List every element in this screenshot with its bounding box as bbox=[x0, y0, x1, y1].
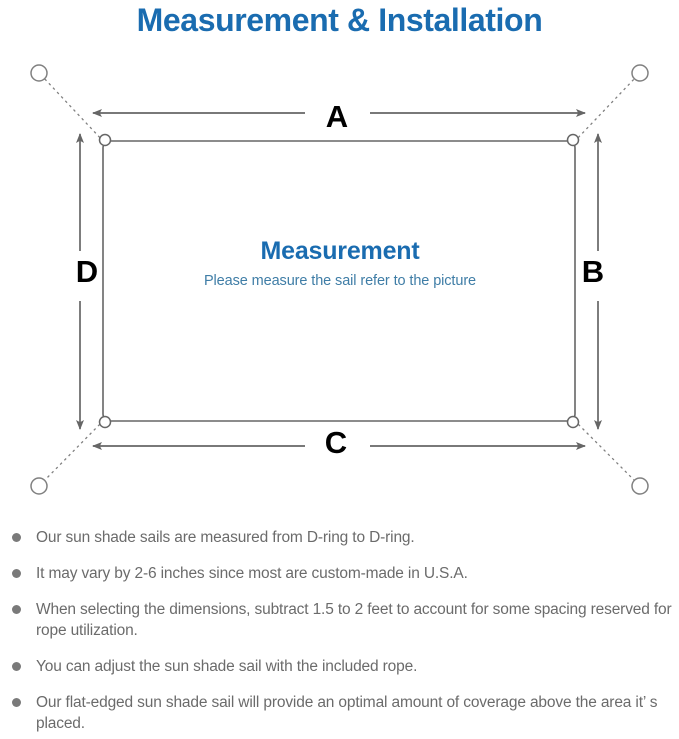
note-text: When selecting the dimensions, subtract … bbox=[36, 601, 672, 639]
note-item: Our sun shade sails are measured from D-… bbox=[10, 527, 675, 548]
note-item: It may vary by 2-6 inches since most are… bbox=[10, 563, 675, 584]
notes-list: Our sun shade sails are measured from D-… bbox=[10, 527, 675, 734]
dimension-label-a: A bbox=[325, 99, 349, 134]
dimension-label-b: B bbox=[581, 254, 605, 289]
measurement-subtext: Please measure the sail refer to the pic… bbox=[203, 273, 477, 289]
measurement-diagram-svg bbox=[30, 64, 649, 495]
note-text: Our flat-edged sun shade sail will provi… bbox=[36, 694, 658, 732]
anchor-point-bottom-right bbox=[631, 477, 649, 495]
dimension-label-d: D bbox=[75, 254, 99, 289]
note-item: You can adjust the sun shade sail with t… bbox=[10, 656, 675, 677]
page-title: Measurement & Installation bbox=[136, 2, 543, 38]
bullet-icon bbox=[12, 605, 21, 614]
note-text: You can adjust the sun shade sail with t… bbox=[36, 658, 418, 675]
anchor-points bbox=[30, 64, 649, 495]
rope-line-bottom-left bbox=[41, 419, 105, 484]
bullet-icon bbox=[12, 662, 21, 671]
rope-line-top-left bbox=[41, 75, 105, 143]
note-item: Our flat-edged sun shade sail will provi… bbox=[10, 692, 675, 734]
measurement-diagram: A B C D Measurement Please measure the s… bbox=[0, 46, 679, 516]
note-item: When selecting the dimensions, subtract … bbox=[10, 599, 675, 641]
bullet-icon bbox=[12, 533, 21, 542]
rope-line-bottom-right bbox=[573, 419, 638, 484]
anchor-point-bottom-left bbox=[30, 477, 48, 495]
d-ring-top-left bbox=[98, 133, 112, 147]
note-text: It may vary by 2-6 inches since most are… bbox=[36, 565, 468, 582]
corner-d-rings bbox=[98, 133, 580, 429]
measurement-heading: Measurement bbox=[260, 237, 420, 265]
d-ring-bottom-right bbox=[566, 415, 580, 429]
anchor-point-top-left bbox=[30, 64, 48, 82]
d-ring-top-right bbox=[566, 133, 580, 147]
anchor-point-top-right bbox=[631, 64, 649, 82]
center-caption: Measurement Please measure the sail refe… bbox=[120, 236, 560, 291]
note-text: Our sun shade sails are measured from D-… bbox=[36, 529, 415, 546]
sail-rectangle bbox=[102, 140, 576, 422]
d-ring-bottom-left bbox=[98, 415, 112, 429]
bullet-icon bbox=[12, 698, 21, 707]
rope-line-top-right bbox=[573, 75, 638, 143]
dimension-label-c: C bbox=[324, 425, 348, 460]
bullet-icon bbox=[12, 569, 21, 578]
rope-lines bbox=[41, 75, 638, 484]
